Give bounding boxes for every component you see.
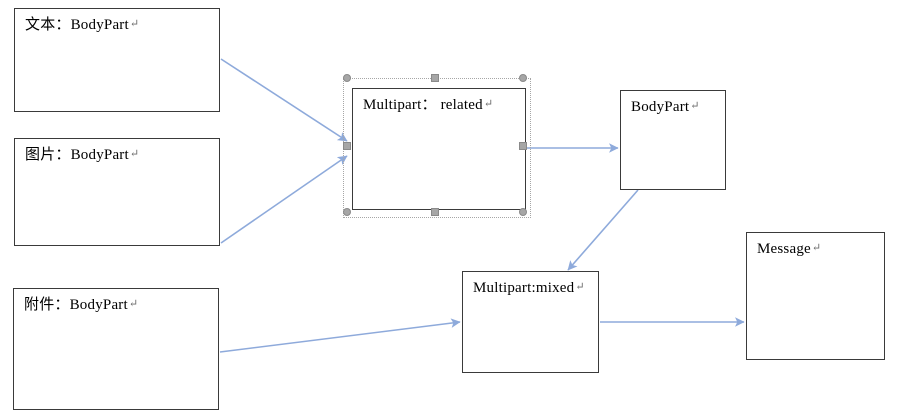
- paragraph-mark-icon: ↵: [811, 242, 822, 254]
- paragraph-mark-icon: ↵: [690, 100, 700, 112]
- paragraph-mark-icon: ↵: [128, 298, 139, 310]
- paragraph-mark-icon: ↵: [483, 98, 494, 110]
- paragraph-mark-icon: ↵: [129, 148, 140, 160]
- node-image-bodypart[interactable]: 图片：BodyPart↵: [14, 138, 220, 246]
- handle-middle-right[interactable]: [519, 142, 527, 150]
- node-label-message: Message↵: [757, 241, 822, 257]
- edge-text-to-related[interactable]: [220, 58, 348, 142]
- handle-bottom-left[interactable]: [343, 208, 351, 216]
- node-label-multipart-mixed: Multipart:mixed↵: [473, 280, 585, 296]
- node-bodypart[interactable]: BodyPart↵: [620, 90, 726, 190]
- node-attachment-bodypart[interactable]: 附件：BodyPart↵: [13, 288, 219, 410]
- node-text-bodypart[interactable]: 文本：BodyPart↵: [14, 8, 220, 112]
- handle-top-center[interactable]: [431, 74, 439, 82]
- node-multipart-mixed[interactable]: Multipart:mixed↵: [462, 271, 599, 373]
- node-label-attachment-bodypart: 附件：BodyPart↵: [24, 297, 139, 313]
- edge-attachment-to-mixed[interactable]: [219, 318, 461, 353]
- handle-bottom-center[interactable]: [431, 208, 439, 216]
- paragraph-mark-icon: ↵: [575, 281, 585, 293]
- handle-bottom-right[interactable]: [519, 208, 527, 216]
- node-label-multipart-related: Multipart： related↵: [363, 97, 494, 113]
- edge-image-to-related[interactable]: [220, 155, 348, 244]
- node-multipart-related[interactable]: Multipart： related↵: [352, 88, 526, 210]
- handle-top-right[interactable]: [519, 74, 527, 82]
- paragraph-mark-icon: ↵: [129, 18, 140, 30]
- handle-top-left[interactable]: [343, 74, 351, 82]
- node-label-bodypart: BodyPart↵: [631, 99, 700, 115]
- node-label-image-bodypart: 图片：BodyPart↵: [25, 147, 140, 163]
- handle-middle-left[interactable]: [343, 142, 351, 150]
- edge-bodypart-to-mixed[interactable]: [567, 189, 639, 271]
- node-message[interactable]: Message↵: [746, 232, 885, 360]
- node-label-text-bodypart: 文本：BodyPart↵: [25, 17, 140, 33]
